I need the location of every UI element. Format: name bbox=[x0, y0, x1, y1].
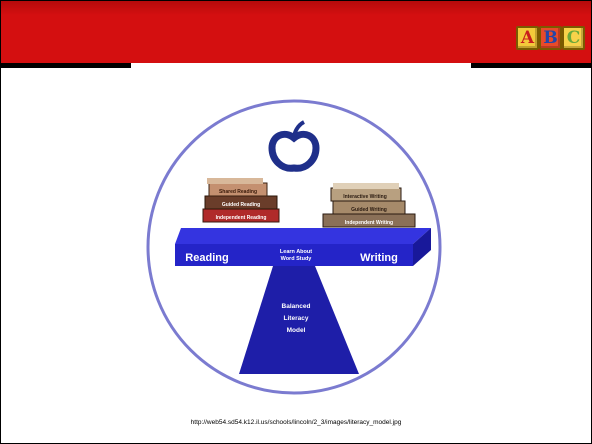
literacy-model-diagram: Independent Reading Guided Reading Share… bbox=[146, 99, 442, 395]
abc-blocks-logo: A B C bbox=[516, 26, 585, 50]
book-label-left-1: Shared Reading bbox=[219, 189, 257, 195]
beam-label-center-2: Word Study bbox=[281, 256, 313, 262]
apple-icon bbox=[268, 120, 320, 172]
book-label-right-2: Guided Writing bbox=[351, 207, 387, 213]
book-label-right-3: Independent Writing bbox=[345, 220, 393, 226]
book-label-left-2: Guided Reading bbox=[222, 202, 260, 208]
abc-block-b: B bbox=[539, 26, 562, 50]
base-label-1: Balanced bbox=[282, 303, 311, 310]
book-label-right-1: Interactive Writing bbox=[343, 194, 387, 200]
books-right-stack bbox=[322, 183, 416, 228]
base-label-2: Literacy bbox=[284, 315, 309, 322]
abc-block-c: C bbox=[562, 26, 585, 50]
title-band bbox=[1, 1, 591, 65]
base-label-3: Model bbox=[287, 327, 306, 334]
beam-label-reading: Reading bbox=[185, 252, 228, 264]
beam-label-center-1: Learn About bbox=[280, 249, 312, 255]
beam-label-writing: Writing bbox=[360, 252, 398, 264]
balance-beam bbox=[175, 228, 431, 266]
fulcrum-base bbox=[239, 266, 359, 374]
abc-block-a: A bbox=[516, 26, 539, 50]
title-divider bbox=[1, 63, 591, 68]
books-left-stack bbox=[202, 178, 280, 223]
book-label-left-3: Independent Reading bbox=[216, 215, 267, 221]
source-url: http://web54.sd54.k12.il.us/schools/linc… bbox=[190, 419, 402, 426]
